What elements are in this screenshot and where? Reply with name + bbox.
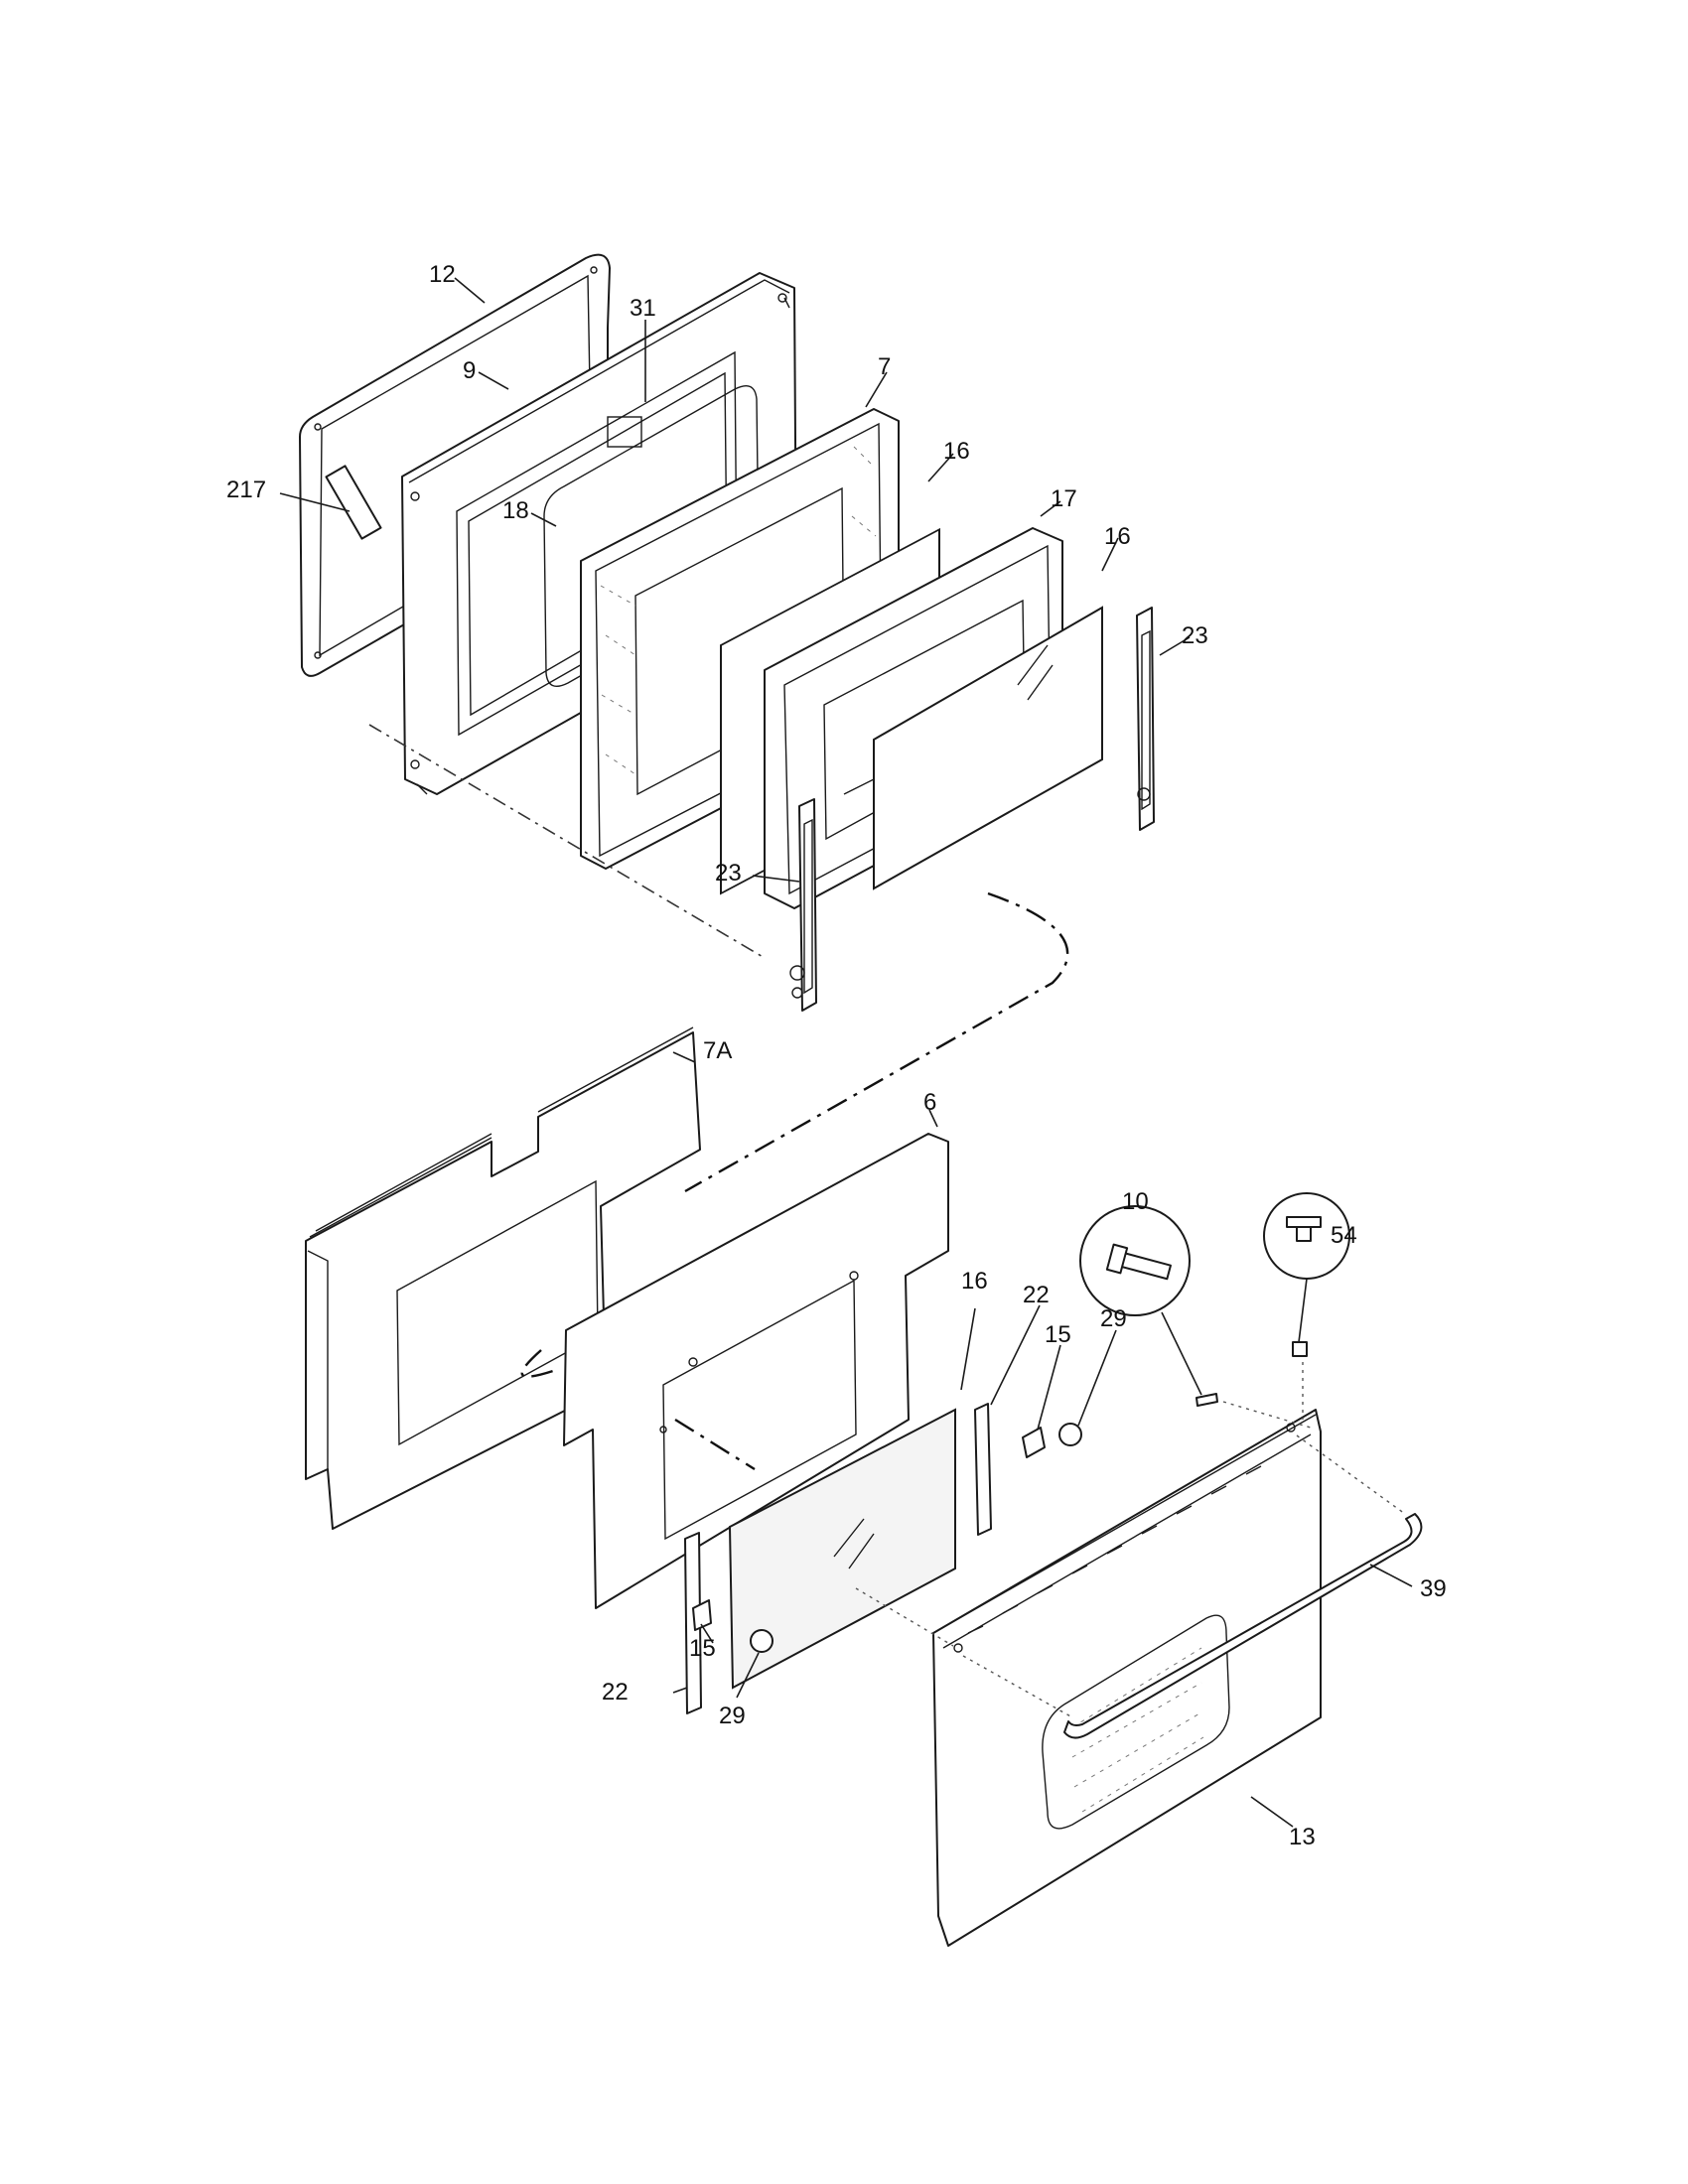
callout-23-right: 23 bbox=[1182, 622, 1208, 649]
callout-54: 54 bbox=[1331, 1222, 1357, 1249]
callout-leaders bbox=[279, 277, 1413, 1828]
part-23-hinge-left bbox=[789, 798, 817, 1012]
callout-16-lower: 16 bbox=[961, 1268, 988, 1295]
part-15-clip-right bbox=[1022, 1427, 1046, 1458]
part-10-screw-inset bbox=[1079, 1205, 1218, 1407]
part-15-clip-left bbox=[692, 1599, 712, 1631]
callout-17: 17 bbox=[1051, 485, 1077, 512]
callout-29-left: 29 bbox=[719, 1703, 746, 1729]
part-13-outer-door bbox=[932, 1409, 1322, 1947]
part-54-screw-inset bbox=[1263, 1192, 1350, 1357]
callout-15-left: 15 bbox=[689, 1635, 716, 1662]
part-7a-insulation-blanket bbox=[305, 1026, 701, 1530]
callout-31: 31 bbox=[630, 295, 656, 322]
callout-7a: 7A bbox=[703, 1037, 732, 1064]
callout-10: 10 bbox=[1122, 1188, 1149, 1215]
callout-22-right: 22 bbox=[1023, 1282, 1050, 1308]
callout-217: 217 bbox=[226, 477, 266, 503]
part-22-bracket-left bbox=[684, 1532, 702, 1714]
part-16-glass-upper-right bbox=[873, 606, 1103, 890]
callout-6: 6 bbox=[923, 1089, 936, 1116]
callout-12: 12 bbox=[429, 261, 456, 288]
part-29-bumper-right bbox=[1058, 1423, 1082, 1446]
callout-7: 7 bbox=[878, 353, 891, 380]
part-6-inner-liner bbox=[563, 1133, 949, 1609]
callout-9: 9 bbox=[463, 357, 476, 384]
callout-39: 39 bbox=[1420, 1575, 1447, 1602]
callout-15-right: 15 bbox=[1045, 1321, 1071, 1348]
callout-13: 13 bbox=[1289, 1824, 1316, 1850]
part-22-bracket-right bbox=[974, 1403, 992, 1536]
callout-29-right: 29 bbox=[1100, 1305, 1127, 1332]
part-39-handle bbox=[1063, 1513, 1423, 1739]
callout-16-upper-left: 16 bbox=[943, 438, 970, 465]
callout-18: 18 bbox=[502, 497, 529, 524]
part-29-bumper-left bbox=[750, 1629, 774, 1653]
part-23-hinge-right bbox=[1136, 607, 1155, 831]
callout-22-left: 22 bbox=[602, 1679, 629, 1706]
callout-23-left: 23 bbox=[715, 860, 742, 887]
callout-16-upper-right: 16 bbox=[1104, 523, 1131, 550]
part-16-glass-lower bbox=[728, 1408, 956, 1690]
